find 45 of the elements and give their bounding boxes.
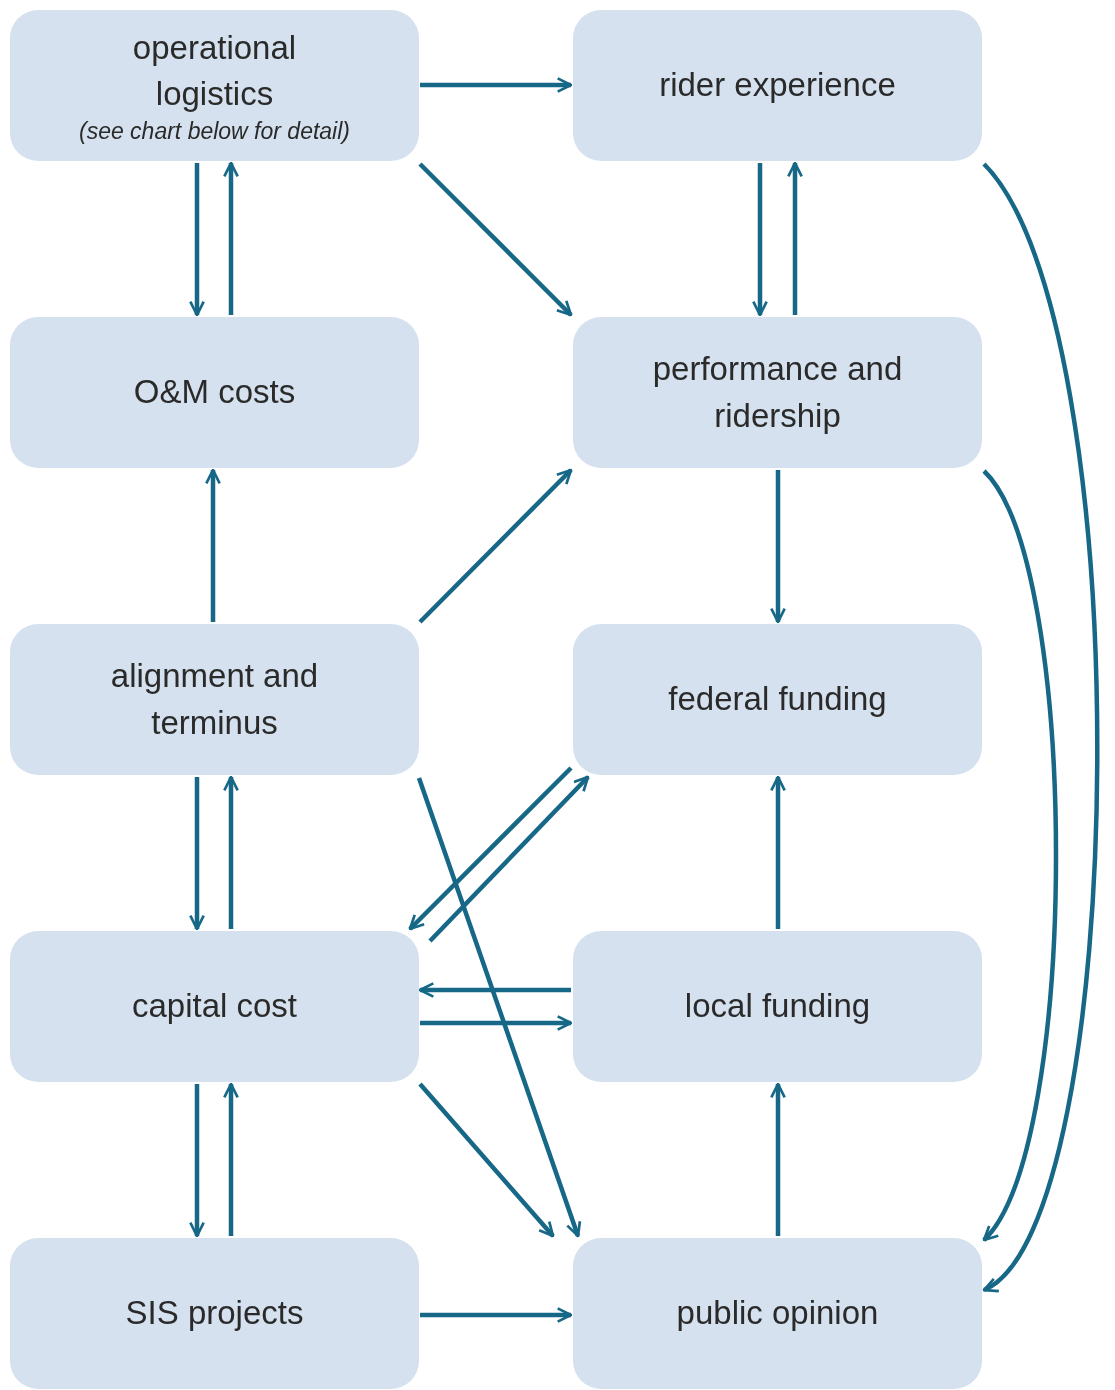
- node-label: operational logistics: [131, 27, 298, 115]
- node-note: (see chart below for detail): [79, 117, 350, 147]
- arrow: [420, 1015, 573, 1031]
- process-box: [10, 1238, 419, 1389]
- arrow: [428, 775, 590, 943]
- node-label: SIS projects: [125, 1293, 304, 1334]
- node-label: performance and ridership: [651, 349, 904, 436]
- node-label: federal funding: [668, 679, 887, 720]
- process-box: [573, 317, 982, 468]
- arrow: [982, 469, 1059, 1242]
- node-label: public opinion: [676, 1293, 879, 1334]
- process-box: [10, 317, 419, 468]
- arrow: [752, 163, 768, 317]
- arrow: [982, 162, 1100, 1292]
- arrow: [223, 775, 239, 929]
- arrow: [189, 1084, 205, 1238]
- process-box: [10, 10, 419, 161]
- arrow: [770, 470, 786, 624]
- node-label: rider experience: [659, 65, 896, 106]
- arrow: [223, 1082, 239, 1236]
- arrow: [770, 1082, 786, 1236]
- arrow: [418, 982, 571, 998]
- arrow: [420, 1307, 573, 1323]
- process-box: [573, 10, 982, 161]
- process-box: [10, 931, 419, 1082]
- arrow: [223, 161, 239, 315]
- arrow: [418, 468, 573, 624]
- arrow: [189, 777, 205, 931]
- arrow: [408, 766, 573, 931]
- arrow: [420, 77, 573, 93]
- arrow: [418, 1082, 555, 1238]
- arrow: [416, 777, 582, 1238]
- arrow: [770, 775, 786, 929]
- node-label: alignment and terminus: [109, 656, 320, 743]
- node-label: capital cost: [131, 986, 298, 1027]
- process-box: [573, 1238, 982, 1389]
- arrow: [189, 163, 205, 317]
- arrow: [787, 161, 803, 315]
- process-box: [573, 624, 982, 775]
- arrow: [205, 468, 221, 622]
- arrow: [418, 162, 573, 317]
- node-label: local funding: [684, 986, 871, 1027]
- process-box: [573, 931, 982, 1082]
- process-box: [10, 624, 419, 775]
- node-label: O&M costs: [133, 372, 296, 413]
